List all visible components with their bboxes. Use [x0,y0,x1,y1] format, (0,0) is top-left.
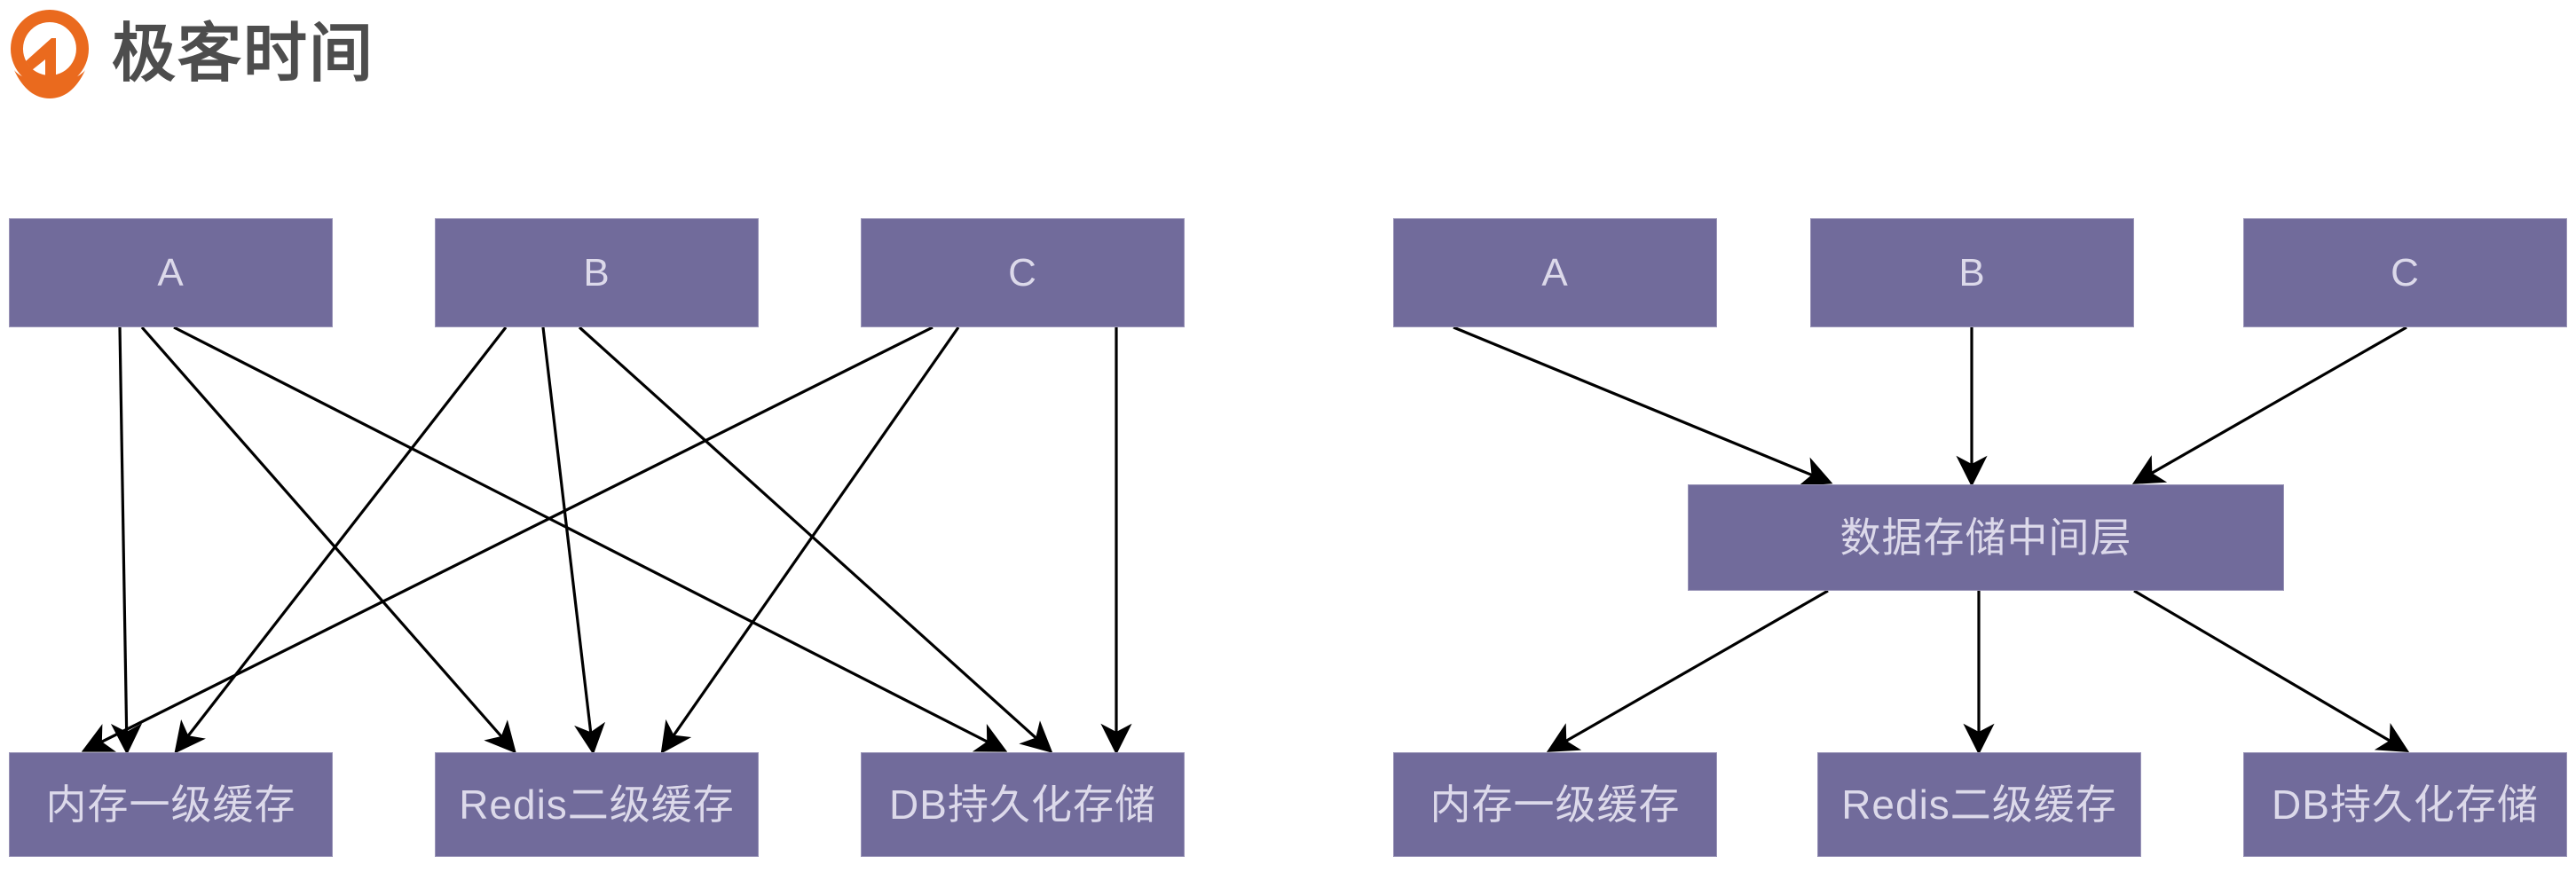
edge-LB-LS3 [578,326,1053,753]
edge-LA-LS2 [140,326,516,754]
geektime-pin-icon [11,10,89,98]
node-label: 数据存储中间层 [1839,515,2132,561]
edge-LC-LS2 [660,326,960,754]
node-client-c-right[interactable]: C [2243,218,2567,327]
node-store-l1-right[interactable]: 内存一级缓存 [1393,752,1717,857]
node-store-redis-left[interactable]: Redis二级缓存 [435,752,759,857]
node-store-redis-right[interactable]: Redis二级缓存 [1817,752,2141,857]
edge-RC-RM [2131,326,2407,484]
node-client-b-right[interactable]: B [1810,218,2134,327]
node-label: Redis二级缓存 [1841,782,2117,828]
node-label: A [1541,250,1569,295]
node-label: C [1008,250,1037,295]
node-store-db-left[interactable]: DB持久化存储 [861,752,1185,857]
node-client-a-right[interactable]: A [1393,218,1717,327]
edge-LC-LS1 [81,326,934,752]
node-store-db-right[interactable]: DB持久化存储 [2243,752,2567,857]
node-client-a-left[interactable]: A [9,218,333,327]
node-label: C [2391,250,2420,295]
node-label: 内存一级缓存 [1430,782,1681,828]
edge-RM-RS3 [2133,589,2410,752]
node-label: Redis二级缓存 [459,782,735,828]
node-client-b-left[interactable]: B [435,218,759,327]
node-middleware[interactable]: 数据存储中间层 [1688,484,2284,591]
node-label: A [157,250,185,295]
edge-RM-RS1 [1546,589,1829,752]
node-client-c-left[interactable]: C [861,218,1185,327]
node-label: B [583,250,611,295]
brand-logo: 极客时间 [7,5,374,103]
node-label: DB持久化存储 [889,782,1156,828]
node-store-l1-left[interactable]: 内存一级缓存 [9,752,333,857]
brand-name: 极客时间 [112,19,375,90]
edge-RA-RM [1453,326,1833,487]
edge-LA-LS3 [173,326,1008,752]
edge-LB-LS1 [174,326,508,754]
node-label: 内存一级缓存 [45,782,296,828]
edge-LA-LS1 [110,326,143,755]
node-label: DB持久化存储 [2272,782,2539,828]
edge-LB-LS2 [541,326,606,755]
node-label: B [1958,250,1986,295]
